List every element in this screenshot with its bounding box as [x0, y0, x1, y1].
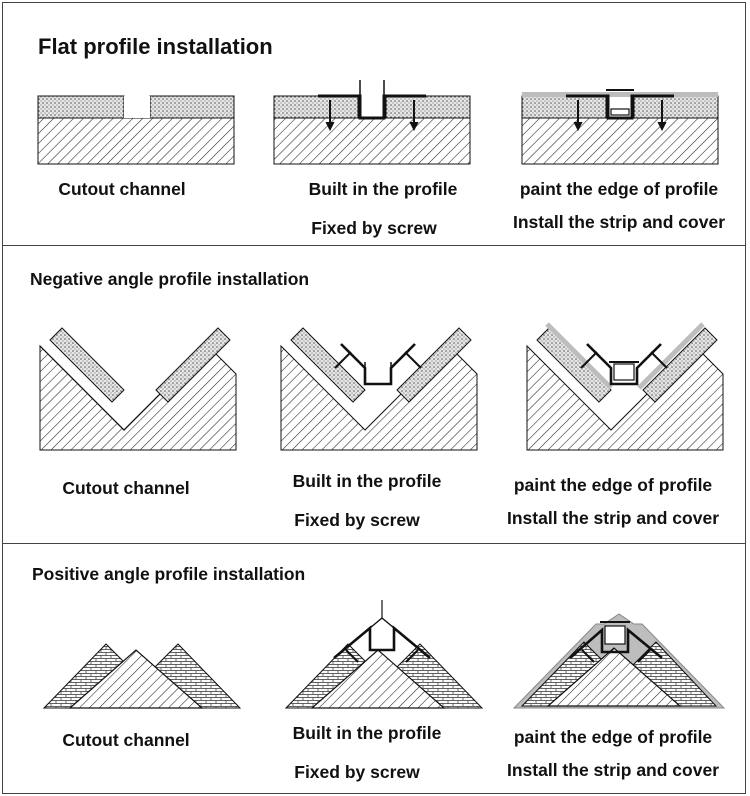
section-divider: [2, 543, 746, 544]
caption-negative-built-in: Built in the profile: [292, 471, 442, 491]
caption-negative-cutout: Cutout channel: [62, 478, 190, 498]
caption-flat-install-strip: Install the strip and cover: [513, 212, 725, 232]
flat-painted-diagram: [521, 89, 719, 165]
caption-negative-paint-edge: paint the edge of profile: [513, 475, 713, 495]
negative-cutout-diagram: [39, 327, 237, 451]
caption-positive-install-strip: Install the strip and cover: [507, 760, 719, 780]
caption-flat-cutout: Cutout channel: [58, 179, 186, 199]
caption-positive-cutout: Cutout channel: [62, 730, 190, 750]
section-title-flat: Flat profile installation: [38, 34, 273, 59]
section-divider: [2, 245, 746, 246]
positive-painted-diagram: [512, 613, 726, 709]
flat-built-in-diagram: [273, 80, 471, 165]
caption-positive-fixed-screw: Fixed by screw: [294, 762, 420, 782]
caption-flat-built-in: Built in the profile: [308, 179, 458, 199]
section-title-positive-angle: Positive angle profile installation: [32, 564, 306, 584]
section-title-negative-angle: Negative angle profile installation: [30, 269, 310, 289]
caption-positive-paint-edge: paint the edge of profile: [513, 727, 713, 747]
caption-flat-fixed-screw: Fixed by screw: [311, 218, 437, 238]
flat-cutout-diagram: [37, 95, 235, 165]
caption-positive-built-in: Built in the profile: [292, 723, 442, 743]
positive-cutout-diagram: [42, 643, 242, 709]
negative-painted-diagram: [526, 322, 724, 451]
caption-negative-install-strip: Install the strip and cover: [507, 508, 719, 528]
caption-negative-fixed-screw: Fixed by screw: [294, 510, 420, 530]
positive-built-in-diagram: [284, 600, 484, 709]
negative-built-in-diagram: [280, 327, 478, 451]
caption-flat-paint-edge: paint the edge of profile: [519, 179, 719, 199]
